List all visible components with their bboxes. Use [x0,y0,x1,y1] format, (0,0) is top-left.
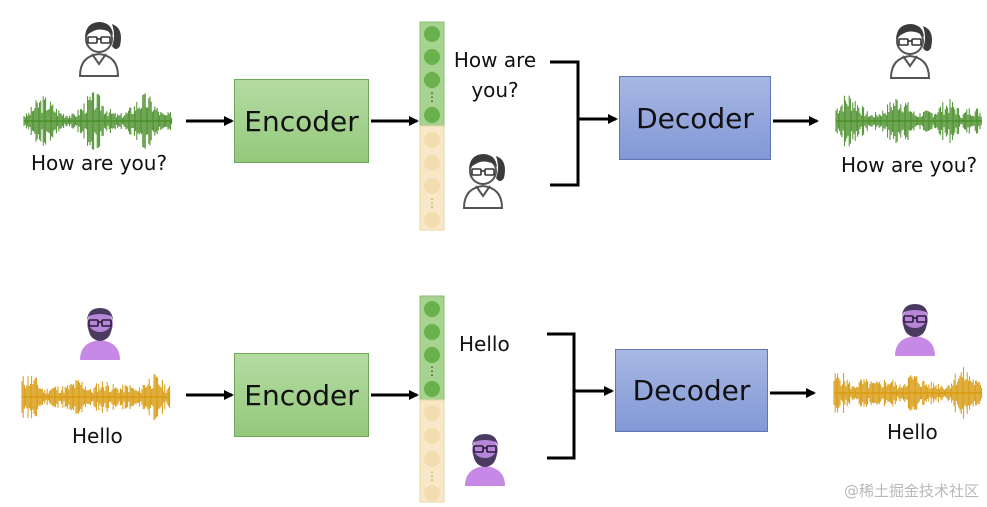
encoder-box-1: Encoder [234,79,369,163]
speaker-embedding-1: ⋮ [419,125,445,231]
svg-text:⋮: ⋮ [426,196,438,210]
watermark: @稀土掘金技术社区 [843,482,979,500]
decoder-box-1: Decoder [619,76,771,160]
svg-text:⋮: ⋮ [426,364,438,378]
woman-avatar-icon [78,22,121,77]
input-text-2: Hello [72,424,123,448]
encoder-label-2: Encoder [244,378,359,412]
man-avatar-icon-code [465,434,505,486]
speaker-embedding-2: ⋮ [419,399,445,503]
encoder-box-2: Encoder [234,353,369,437]
output-text-1: How are you? [841,153,978,177]
output-text-2: Hello [887,420,938,444]
decoder-label-2: Decoder [632,374,751,407]
svg-text:⋮: ⋮ [426,90,438,104]
merge-bracket-1 [550,60,580,187]
merge-bracket-2 [547,332,576,460]
input-waveform-1 [23,92,173,150]
decoder-box-2: Decoder [615,349,768,432]
woman-avatar-icon-code [462,154,505,209]
input-text-1: How are you? [31,151,168,175]
output-waveform-1 [835,95,982,147]
content-text-2: Hello [459,332,510,356]
man-avatar-icon [80,308,120,360]
content-embedding-2: ⋮ [419,295,445,401]
content-text-1: How are you? [453,48,537,102]
man-avatar-icon-output [895,304,935,356]
woman-avatar-icon-output [889,24,932,79]
svg-text:⋮: ⋮ [426,469,438,483]
output-waveform-2 [833,367,983,419]
decoder-label-1: Decoder [636,101,754,135]
encoder-label-1: Encoder [244,104,359,138]
content-embedding-1: ⋮ [419,21,445,127]
input-waveform-2 [21,373,171,421]
